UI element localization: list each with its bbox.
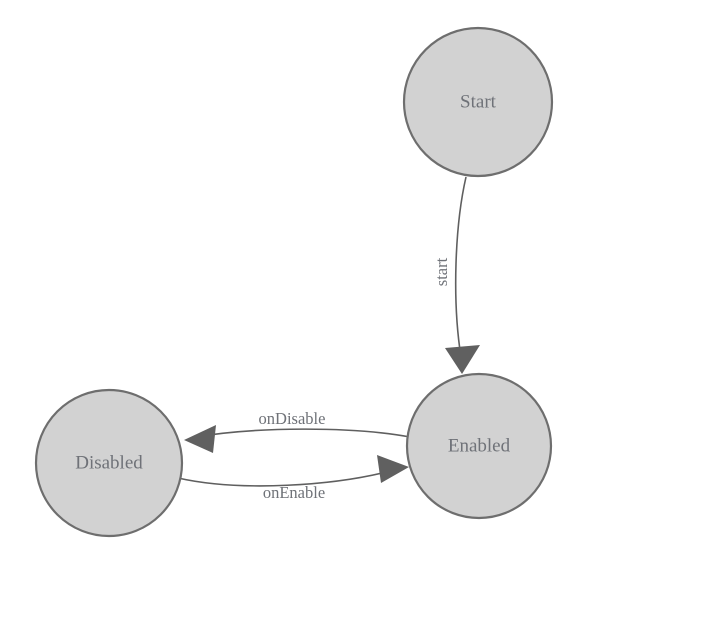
node-disabled-label: Disabled: [75, 452, 143, 473]
node-start-label: Start: [460, 91, 497, 112]
node-disabled-circle[interactable]: [34, 388, 184, 538]
edge-disabled-to-enabled[interactable]: onEnable: [177, 455, 409, 502]
edge-path-disabled-to-enabled: [177, 469, 395, 487]
node-start[interactable]: Start: [402, 26, 554, 178]
arrowhead-into-disabled: [184, 425, 216, 453]
edge-start-to-enabled[interactable]: start: [432, 176, 480, 374]
edge-path-enabled-to-disabled: [195, 428, 411, 438]
node-enabled-circle[interactable]: [405, 372, 553, 520]
arrowhead-into-enabled-from-start: [445, 345, 480, 374]
edge-path-start-to-enabled: [454, 176, 467, 358]
node-disabled[interactable]: Disabled: [34, 388, 184, 538]
edge-label-onenable: onEnable: [263, 483, 325, 502]
edge-label-start: start: [432, 257, 451, 286]
node-start-circle[interactable]: [402, 26, 554, 178]
arrowhead-into-enabled-from-disabled: [377, 455, 409, 483]
edge-label-ondisable: onDisable: [259, 409, 326, 428]
node-enabled-label: Enabled: [448, 435, 511, 456]
node-enabled[interactable]: Enabled: [405, 372, 553, 520]
edge-enabled-to-disabled[interactable]: onDisable: [184, 409, 411, 453]
